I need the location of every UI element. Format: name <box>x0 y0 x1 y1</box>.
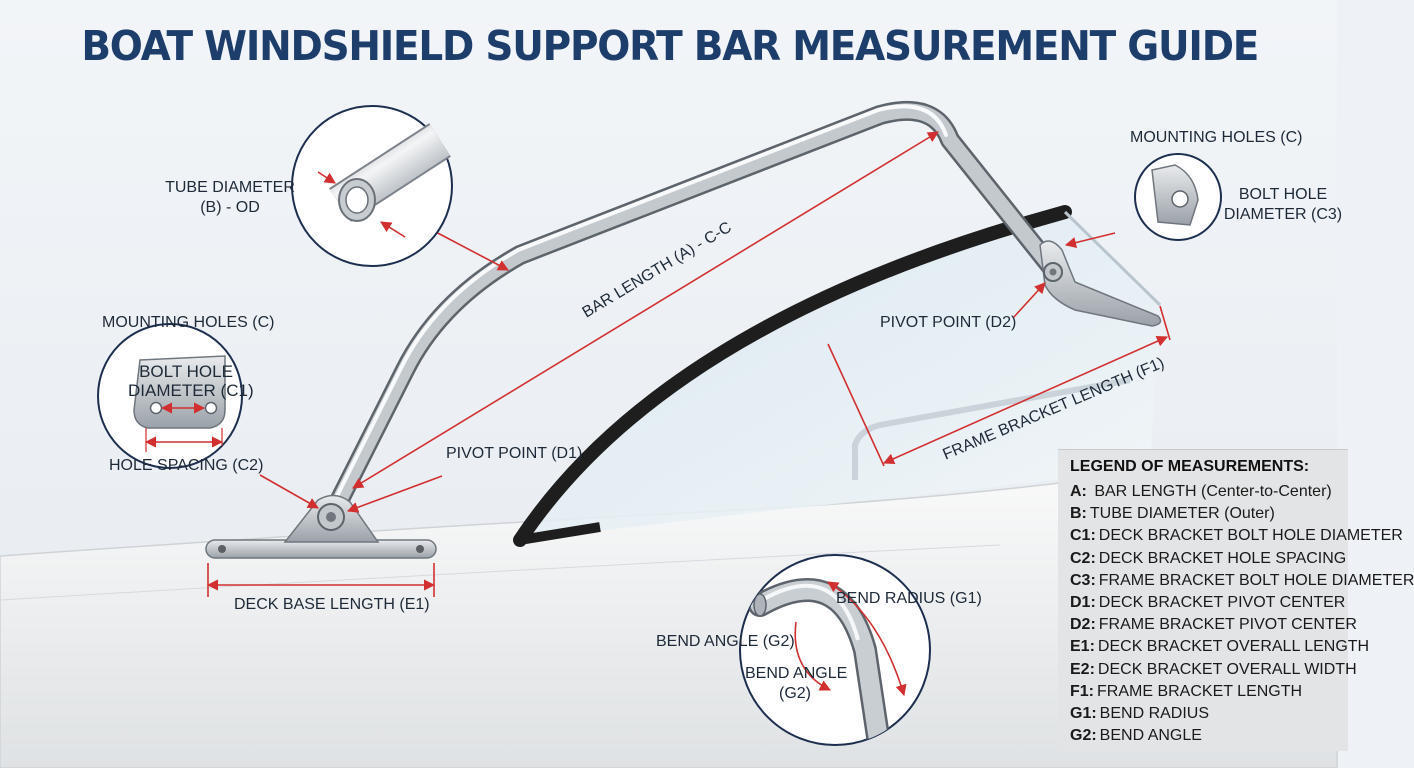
label-deck-base-length: DECK BASE LENGTH (E1) <box>234 596 430 613</box>
legend-item: C2:DECK BRACKET HOLE SPACING <box>1070 549 1347 567</box>
legend-item: E1:DECK BRACKET OVERALL LENGTH <box>1070 638 1370 656</box>
label-bolt-hole-c1: BOLT HOLE DIAMETER (C1) <box>128 362 254 400</box>
diagram-canvas <box>0 0 1338 768</box>
legend-panel: LEGEND OF MEASUREMENTS: A: BAR LENGTH (C… <box>1058 449 1414 751</box>
legend-item: G2:BEND ANGLE <box>1070 727 1202 745</box>
legend-item: G1:BEND RADIUS <box>1070 704 1210 722</box>
frame-bracket <box>1039 240 1162 327</box>
legend-title: LEGEND OF MEASUREMENTS: <box>1070 458 1310 475</box>
label-hole-spacing: HOLE SPACING (C2) <box>109 457 264 474</box>
legend-item: E2:DECK BRACKET OVERALL WIDTH <box>1070 660 1357 678</box>
legend-item: D1:DECK BRACKET PIVOT CENTER <box>1070 593 1346 611</box>
legend-item: A: BAR LENGTH (Center-to-Center) <box>1070 483 1332 500</box>
label-bend-angle-inner: BEND ANGLE (G2) <box>745 665 848 702</box>
callout-bend <box>739 554 931 746</box>
deck-bracket <box>205 494 437 559</box>
label-mounting-holes-right: MOUNTING HOLES (C) <box>1130 129 1303 146</box>
legend-item: C3:FRAME BRACKET BOLT HOLE DIAMETER <box>1070 571 1414 589</box>
dimension-lines <box>206 131 1171 597</box>
label-bend-radius: BEND RADIUS (G1) <box>836 590 982 607</box>
label-bend-angle-outer: BEND ANGLE (G2) <box>656 633 795 650</box>
callout-bolt-hole-c3 <box>1134 153 1222 241</box>
page-title: BOAT WINDSHIELD SUPPORT BAR MEASUREMENT … <box>81 22 1259 70</box>
label-pivot-d1: PIVOT POINT (D1) <box>446 445 583 462</box>
legend-item: D2:FRAME BRACKET PIVOT CENTER <box>1070 616 1357 634</box>
legend-item: B:TUBE DIAMETER (Outer) <box>1070 505 1275 523</box>
callout-tube-diameter <box>291 105 453 267</box>
label-tube-diameter: TUBE DIAMETER (B) - OD <box>165 179 295 216</box>
legend-list: A: BAR LENGTH (Center-to-Center) B:TUBE … <box>1070 481 1414 747</box>
label-bolt-hole-c3: BOLT HOLE DIAMETER (C3) <box>1223 186 1343 223</box>
legend-item: F1:FRAME BRACKET LENGTH <box>1070 682 1303 700</box>
legend-item: C1:DECK BRACKET BOLT HOLE DIAMETER <box>1070 527 1403 545</box>
label-mounting-holes-left: MOUNTING HOLES (C) <box>102 314 275 331</box>
label-pivot-d2: PIVOT POINT (D2) <box>880 314 1017 331</box>
